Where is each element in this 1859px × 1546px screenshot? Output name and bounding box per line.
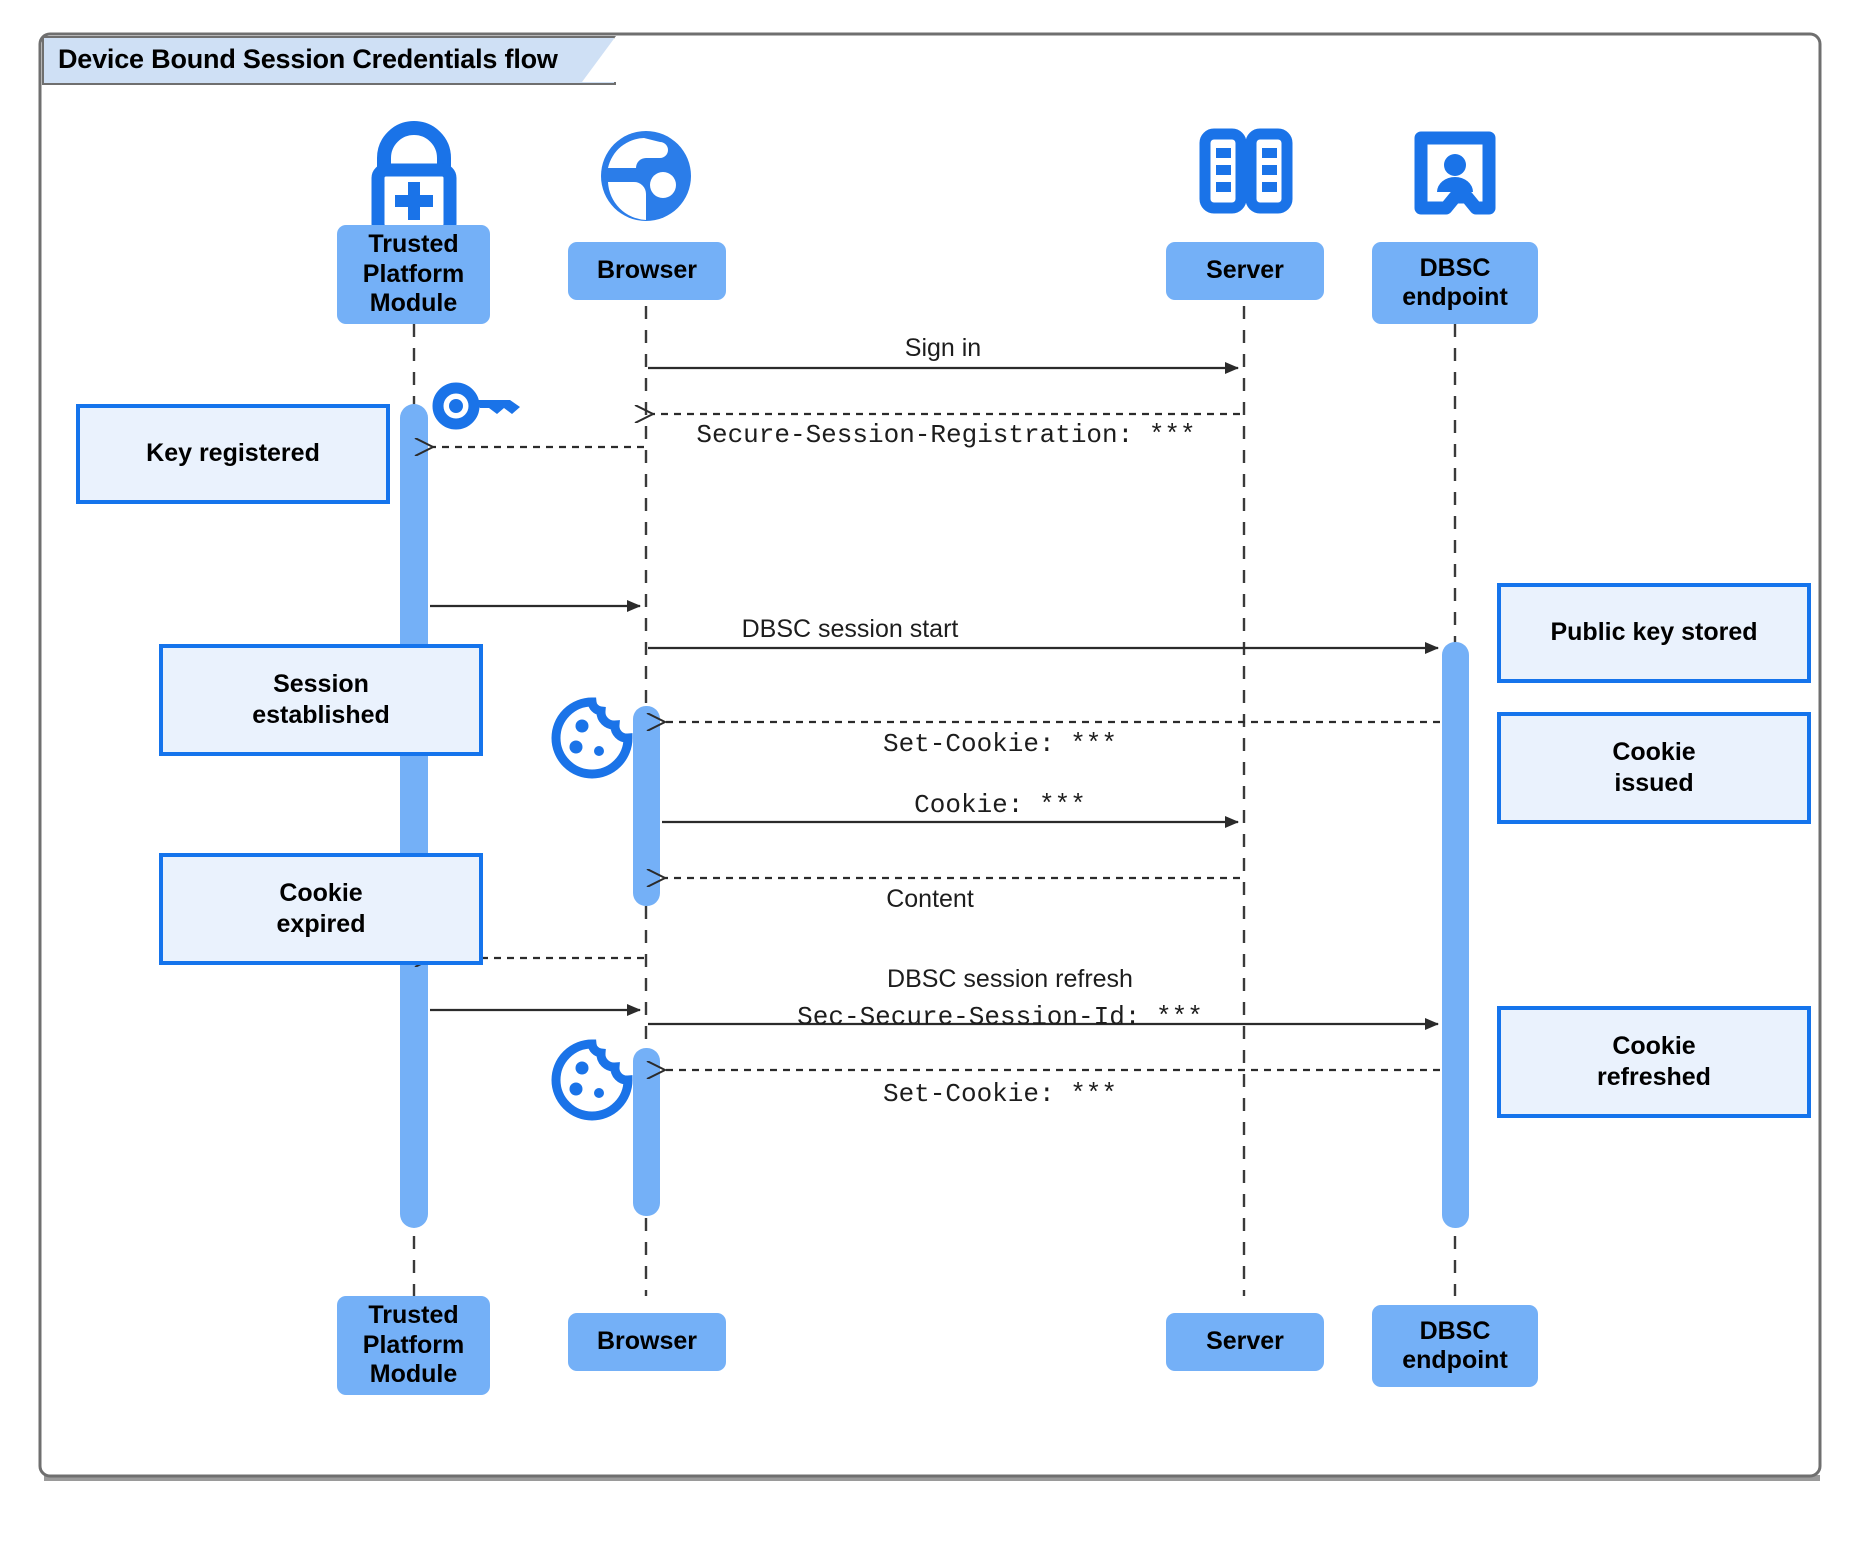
activation-tpm xyxy=(400,404,428,1228)
lock-plus-icon xyxy=(371,121,457,239)
participant-server-top[interactable]: Server xyxy=(1166,242,1324,300)
cookie-icon xyxy=(551,1039,633,1121)
activation-dbsc xyxy=(1442,642,1469,1228)
message-label-dbsc-session-start: DBSC session start xyxy=(741,615,959,643)
message-label-content: Content xyxy=(886,885,974,913)
cookie-icon xyxy=(551,697,633,779)
note-public-key-stored: Public key stored xyxy=(1497,583,1811,683)
message-label-set-cookie-1: Set-Cookie: *** xyxy=(882,729,1118,759)
diagram-frame xyxy=(38,32,1822,1481)
participant-server-bottom[interactable]: Server xyxy=(1166,1313,1324,1371)
activation-browser-bot xyxy=(633,1048,660,1216)
participant-browser-top[interactable]: Browser xyxy=(568,242,726,300)
message-label-secure-session-registration: Secure-Session-Registration: *** xyxy=(696,420,1196,450)
message-label-set-cookie-2: Set-Cookie: *** xyxy=(882,1079,1118,1109)
id-badge-icon xyxy=(1414,131,1496,215)
key-icon xyxy=(432,382,520,430)
message-label-sec-secure-session-id: Sec-Secure-Session-Id: *** xyxy=(797,1002,1203,1032)
activation-bars xyxy=(400,404,1469,1228)
server-rack-icon xyxy=(1199,128,1293,214)
message-label-sign-in: Sign in xyxy=(904,334,982,362)
participant-browser-bottom[interactable]: Browser xyxy=(568,1313,726,1371)
frame-title: Device Bound Session Credentials flow xyxy=(42,36,616,85)
message-label-dbsc-session-refresh: DBSC session refresh xyxy=(887,965,1133,993)
note-key-registered: Key registered xyxy=(76,404,390,504)
activation-browser-top xyxy=(633,706,660,906)
globe-icon xyxy=(601,131,691,221)
message-arrows xyxy=(430,362,1440,1070)
message-label-cookie: Cookie: *** xyxy=(914,790,1086,820)
